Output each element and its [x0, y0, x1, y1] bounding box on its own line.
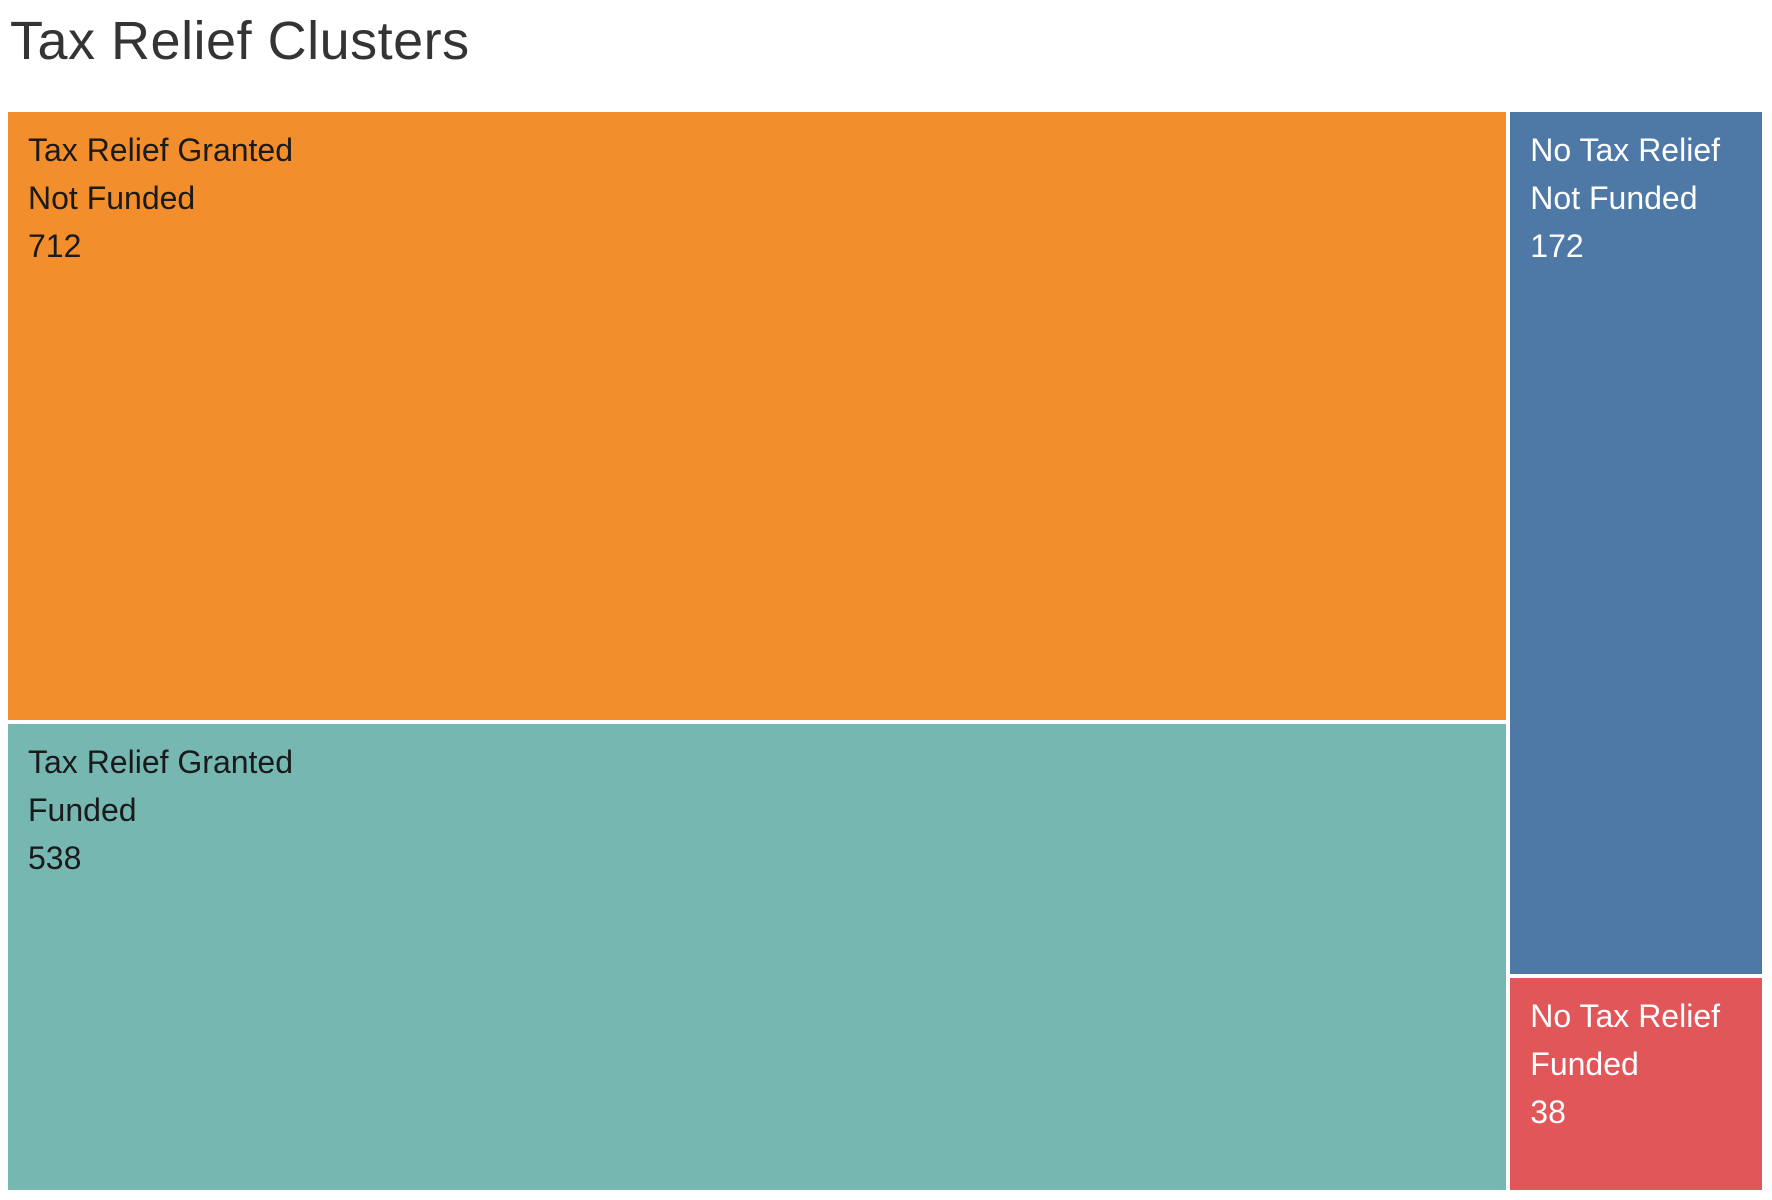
cell-value: 712 — [28, 228, 82, 264]
treemap-cell-no-tax-relief-not-funded[interactable]: No Tax Relief Not Funded 172 — [1510, 112, 1762, 974]
cell-subcategory-label: Not Funded — [28, 180, 196, 216]
cell-subcategory-label: Not Funded — [1530, 180, 1698, 216]
cell-category-label: Tax Relief Granted — [28, 743, 294, 780]
treemap-cell-no-tax-relief-funded[interactable]: No Tax Relief Funded 38 — [1510, 977, 1762, 1190]
treemap-column-tax-relief-granted: Tax Relief Granted Not Funded 712 Tax Re… — [8, 112, 1507, 1190]
cell-subcategory-label: Funded — [28, 791, 137, 828]
cell-subcategory-label: Funded — [1530, 1045, 1639, 1082]
cell-category-label: Tax Relief Granted — [28, 132, 294, 168]
chart-title: Tax Relief Clusters — [10, 11, 470, 71]
cell-category-label: No Tax Relief — [1530, 997, 1720, 1034]
cell-category-label: No Tax Relief — [1530, 132, 1720, 168]
treemap: Tax Relief Granted Not Funded 712 Tax Re… — [8, 112, 1762, 1190]
cell-value: 38 — [1530, 1093, 1566, 1130]
treemap-column-no-tax-relief: No Tax Relief Not Funded 172 No Tax Reli… — [1510, 112, 1762, 1190]
treemap-cell-tax-relief-granted-funded[interactable]: Tax Relief Granted Funded 538 — [8, 723, 1507, 1190]
cell-value: 172 — [1530, 228, 1584, 264]
treemap-cell-tax-relief-granted-not-funded[interactable]: Tax Relief Granted Not Funded 712 — [8, 112, 1507, 720]
cell-value: 538 — [28, 839, 82, 876]
